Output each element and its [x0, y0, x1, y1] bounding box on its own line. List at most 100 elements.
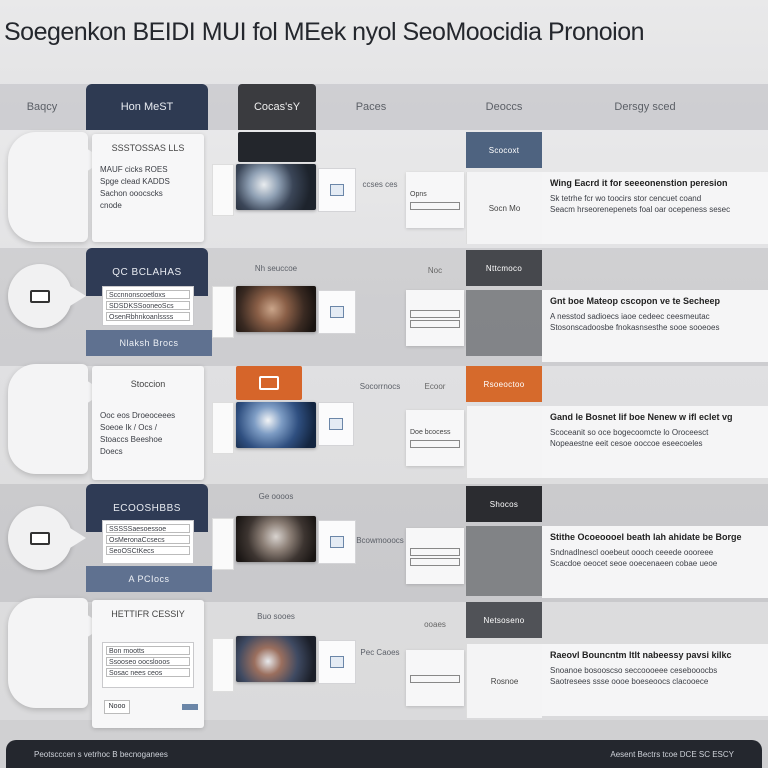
- row-5-mid-card[interactable]: [406, 650, 464, 706]
- row-2-description-line: Stosonscadoosbe fnokasnsesthe sooe sooeo…: [550, 323, 720, 332]
- row-2-mid-card-field[interactable]: [410, 320, 460, 328]
- row-3-mid-text: Socorrnocs: [359, 382, 401, 391]
- row-2-panel[interactable]: [318, 290, 356, 334]
- row-4-photo-caption: Ge oooos: [258, 492, 294, 501]
- row-5-toggle[interactable]: [182, 704, 198, 710]
- row-1-status-tile[interactable]: Scocoxt: [466, 132, 542, 168]
- row-3-col-label: Ecoor: [424, 382, 446, 391]
- page-title: Soegenkon BEIDI MUI fol MEek nyol SeoMoo…: [4, 18, 645, 46]
- row-5-mid-card-field[interactable]: [410, 675, 460, 683]
- column-header-2[interactable]: Hon MeST: [86, 84, 208, 130]
- row-2-col-label: Noc: [427, 266, 443, 275]
- column-header-3[interactable]: Cocas'sY: [238, 84, 316, 130]
- row-4-navy-button[interactable]: A PCIocs: [86, 566, 212, 592]
- laptop-icon: [30, 289, 50, 303]
- row-1-card-line: Sachon ooocscks: [100, 189, 163, 198]
- row-2-status-tile[interactable]: Nttcmoco: [466, 250, 542, 286]
- row-3-camera-tile[interactable]: [236, 366, 302, 400]
- row-2-form-field[interactable]: SDSDKSSooneoScs: [106, 301, 190, 310]
- row-3-description: Gand le Bosnet lif boe Nenew w ifl eclet…: [542, 406, 768, 478]
- row-3-bubble-tab[interactable]: [8, 364, 104, 474]
- row-3-mid-card[interactable]: Doe bcocess: [406, 410, 464, 466]
- row-4-photo[interactable]: [236, 516, 316, 562]
- row-5-form-field[interactable]: Sosac nees ceos: [106, 668, 190, 677]
- row-1-mid-card[interactable]: Opns: [406, 172, 464, 228]
- row-5-col-label: ooaes: [424, 620, 446, 629]
- row-1-card[interactable]: SSSTOSSAS LLS MAUF cicks ROES Spge clead…: [92, 134, 204, 242]
- row-5-description-line: Snoanoe bosooscso seccoooeee cesebooocbs: [550, 666, 718, 675]
- row-3-description-heading: Gand le Bosnet lif boe Nenew w ifl eclet…: [550, 412, 733, 422]
- row-2-photo-caption: Nh seuccoe: [254, 264, 298, 273]
- row-2-side-strip: [212, 286, 234, 338]
- row-5-description-line: Saotresees ssse oooe boeseoocs clacooece: [550, 677, 709, 686]
- row-5-description: Raeovl Bouncntm ltlt nabeessy pavsi kilk…: [542, 644, 768, 716]
- row-4-mid-card-field[interactable]: [410, 558, 460, 566]
- row-5-button[interactable]: Nooo: [104, 700, 130, 714]
- row-3-side-strip: [212, 402, 234, 454]
- row-5-form-field[interactable]: Ssooseo oocslooos: [106, 657, 190, 666]
- row-4-description: Stithe Ocoeoooel beath lah ahidate be Bo…: [542, 526, 768, 598]
- row-3-card-line: Doecs: [100, 447, 123, 456]
- footer-left-text: Peotscccen s vetrhoc B becnoganees: [34, 749, 168, 759]
- row-5-side-strip: [212, 638, 234, 692]
- row-3-status-tile[interactable]: Rsoeoctoo: [466, 366, 542, 402]
- row-3-status-area: [466, 406, 542, 478]
- row-3-photo[interactable]: [236, 402, 316, 448]
- row-3-description-line: Nopeaestne eeit cesoe ooccoe eseecoeles: [550, 439, 703, 448]
- row-1-mid-card-label: Opns: [410, 191, 427, 198]
- row-2-mid-card-field[interactable]: [410, 310, 460, 318]
- row-4-side-strip: [212, 518, 234, 570]
- row-3-card-line: Stoaccs Beeshoe: [100, 435, 163, 444]
- row-4-form-field[interactable]: SSSSSaesoessoe: [106, 524, 190, 533]
- column-header-1[interactable]: Baqcy: [26, 101, 58, 113]
- row-1-description-line: Sk tetrhe fcr wo toocirs stor cencuet co…: [550, 194, 702, 203]
- row-3-description-line: Scoceanit so oce bogecoomcte lo Oroceesc…: [550, 428, 709, 437]
- column-header-4[interactable]: Paces: [355, 101, 387, 113]
- row-1-side-strip: [212, 164, 234, 216]
- row-2-form-field[interactable]: Sccnnonscoetloxs: [106, 290, 190, 299]
- footer-right-text: Aesent Bectrs tcoe DCE SC ESCY: [610, 749, 734, 759]
- row-2-description-heading: Gnt boe Mateop cscopon ve te Secheep: [550, 296, 721, 306]
- row-2-description-line: A nesstod sadioecs iaoe cedeec ceesmeuta…: [550, 312, 710, 321]
- row-4-laptop-bubble[interactable]: [8, 506, 86, 570]
- row-4-form-field[interactable]: OsMeronaCcsecs: [106, 535, 190, 544]
- row-4-status-tile[interactable]: Shocos: [466, 486, 542, 522]
- row-1-bubble-tab[interactable]: [8, 132, 104, 242]
- row-1-status-sub: Socn Mo: [466, 172, 542, 244]
- row-4-form[interactable]: SSSSSaesoessoe OsMeronaCcsecs SeoOSCtKec…: [102, 520, 194, 564]
- row-2-mid-card[interactable]: [406, 290, 464, 346]
- row-3-mid-card-field[interactable]: [410, 440, 460, 448]
- row-2-description: Gnt boe Mateop cscopon ve te Secheep A n…: [542, 290, 768, 362]
- row-4-mid-card-field[interactable]: [410, 548, 460, 556]
- row-4-form-field[interactable]: SeoOSCtKecs: [106, 546, 190, 555]
- row-1-description: Wing Eacrd it for seeeonenstion peresion…: [542, 172, 768, 244]
- row-3-panel[interactable]: [318, 402, 354, 446]
- row-5-status-sub: Rosnoe: [466, 644, 542, 718]
- row-1-dark-thumbnail[interactable]: [238, 132, 316, 162]
- row-5-status-tile[interactable]: Netsoseno: [466, 602, 542, 638]
- footer-bar: Peotscccen s vetrhoc B becnoganees Aesen…: [6, 740, 762, 768]
- row-2-photo[interactable]: [236, 286, 316, 332]
- row-1-image-icon[interactable]: [318, 168, 356, 212]
- row-5-panel[interactable]: [318, 640, 356, 684]
- row-4-mid-card[interactable]: [406, 528, 464, 584]
- row-1-mid-card-field[interactable]: [410, 202, 460, 210]
- row-5-mid-text: Pec Caoes: [360, 648, 400, 657]
- row-3-card[interactable]: Stoccion Ooc eos Droeoceees Soeoe Ik / O…: [92, 366, 204, 480]
- row-5-bubble-tab[interactable]: [8, 598, 104, 708]
- row-2-form-field[interactable]: OsenRbhnkoanlssss: [106, 312, 190, 321]
- row-5-photo-caption: Buo sooes: [257, 612, 295, 621]
- column-header-6[interactable]: Dersgy sced: [614, 101, 676, 113]
- row-5-card-title: HETTIFR CESSIY: [111, 609, 185, 619]
- row-2-laptop-bubble[interactable]: [8, 264, 86, 328]
- row-1-photo[interactable]: [236, 164, 316, 210]
- row-4-panel[interactable]: [318, 520, 356, 564]
- row-5-form-field[interactable]: Bon mootts: [106, 646, 190, 655]
- row-1-mid-text: ccses ces: [362, 180, 398, 189]
- row-2-form[interactable]: Sccnnonscoetloxs SDSDKSSooneoScs OsenRbh…: [102, 286, 194, 326]
- row-5-form[interactable]: Bon mootts Ssooseo oocslooos Sosac nees …: [102, 642, 194, 688]
- laptop-icon: [30, 531, 50, 545]
- row-5-photo[interactable]: [236, 636, 316, 682]
- row-2-navy-button[interactable]: Nlaksh Brocs: [86, 330, 212, 356]
- column-header-5[interactable]: Deoccs: [485, 101, 523, 113]
